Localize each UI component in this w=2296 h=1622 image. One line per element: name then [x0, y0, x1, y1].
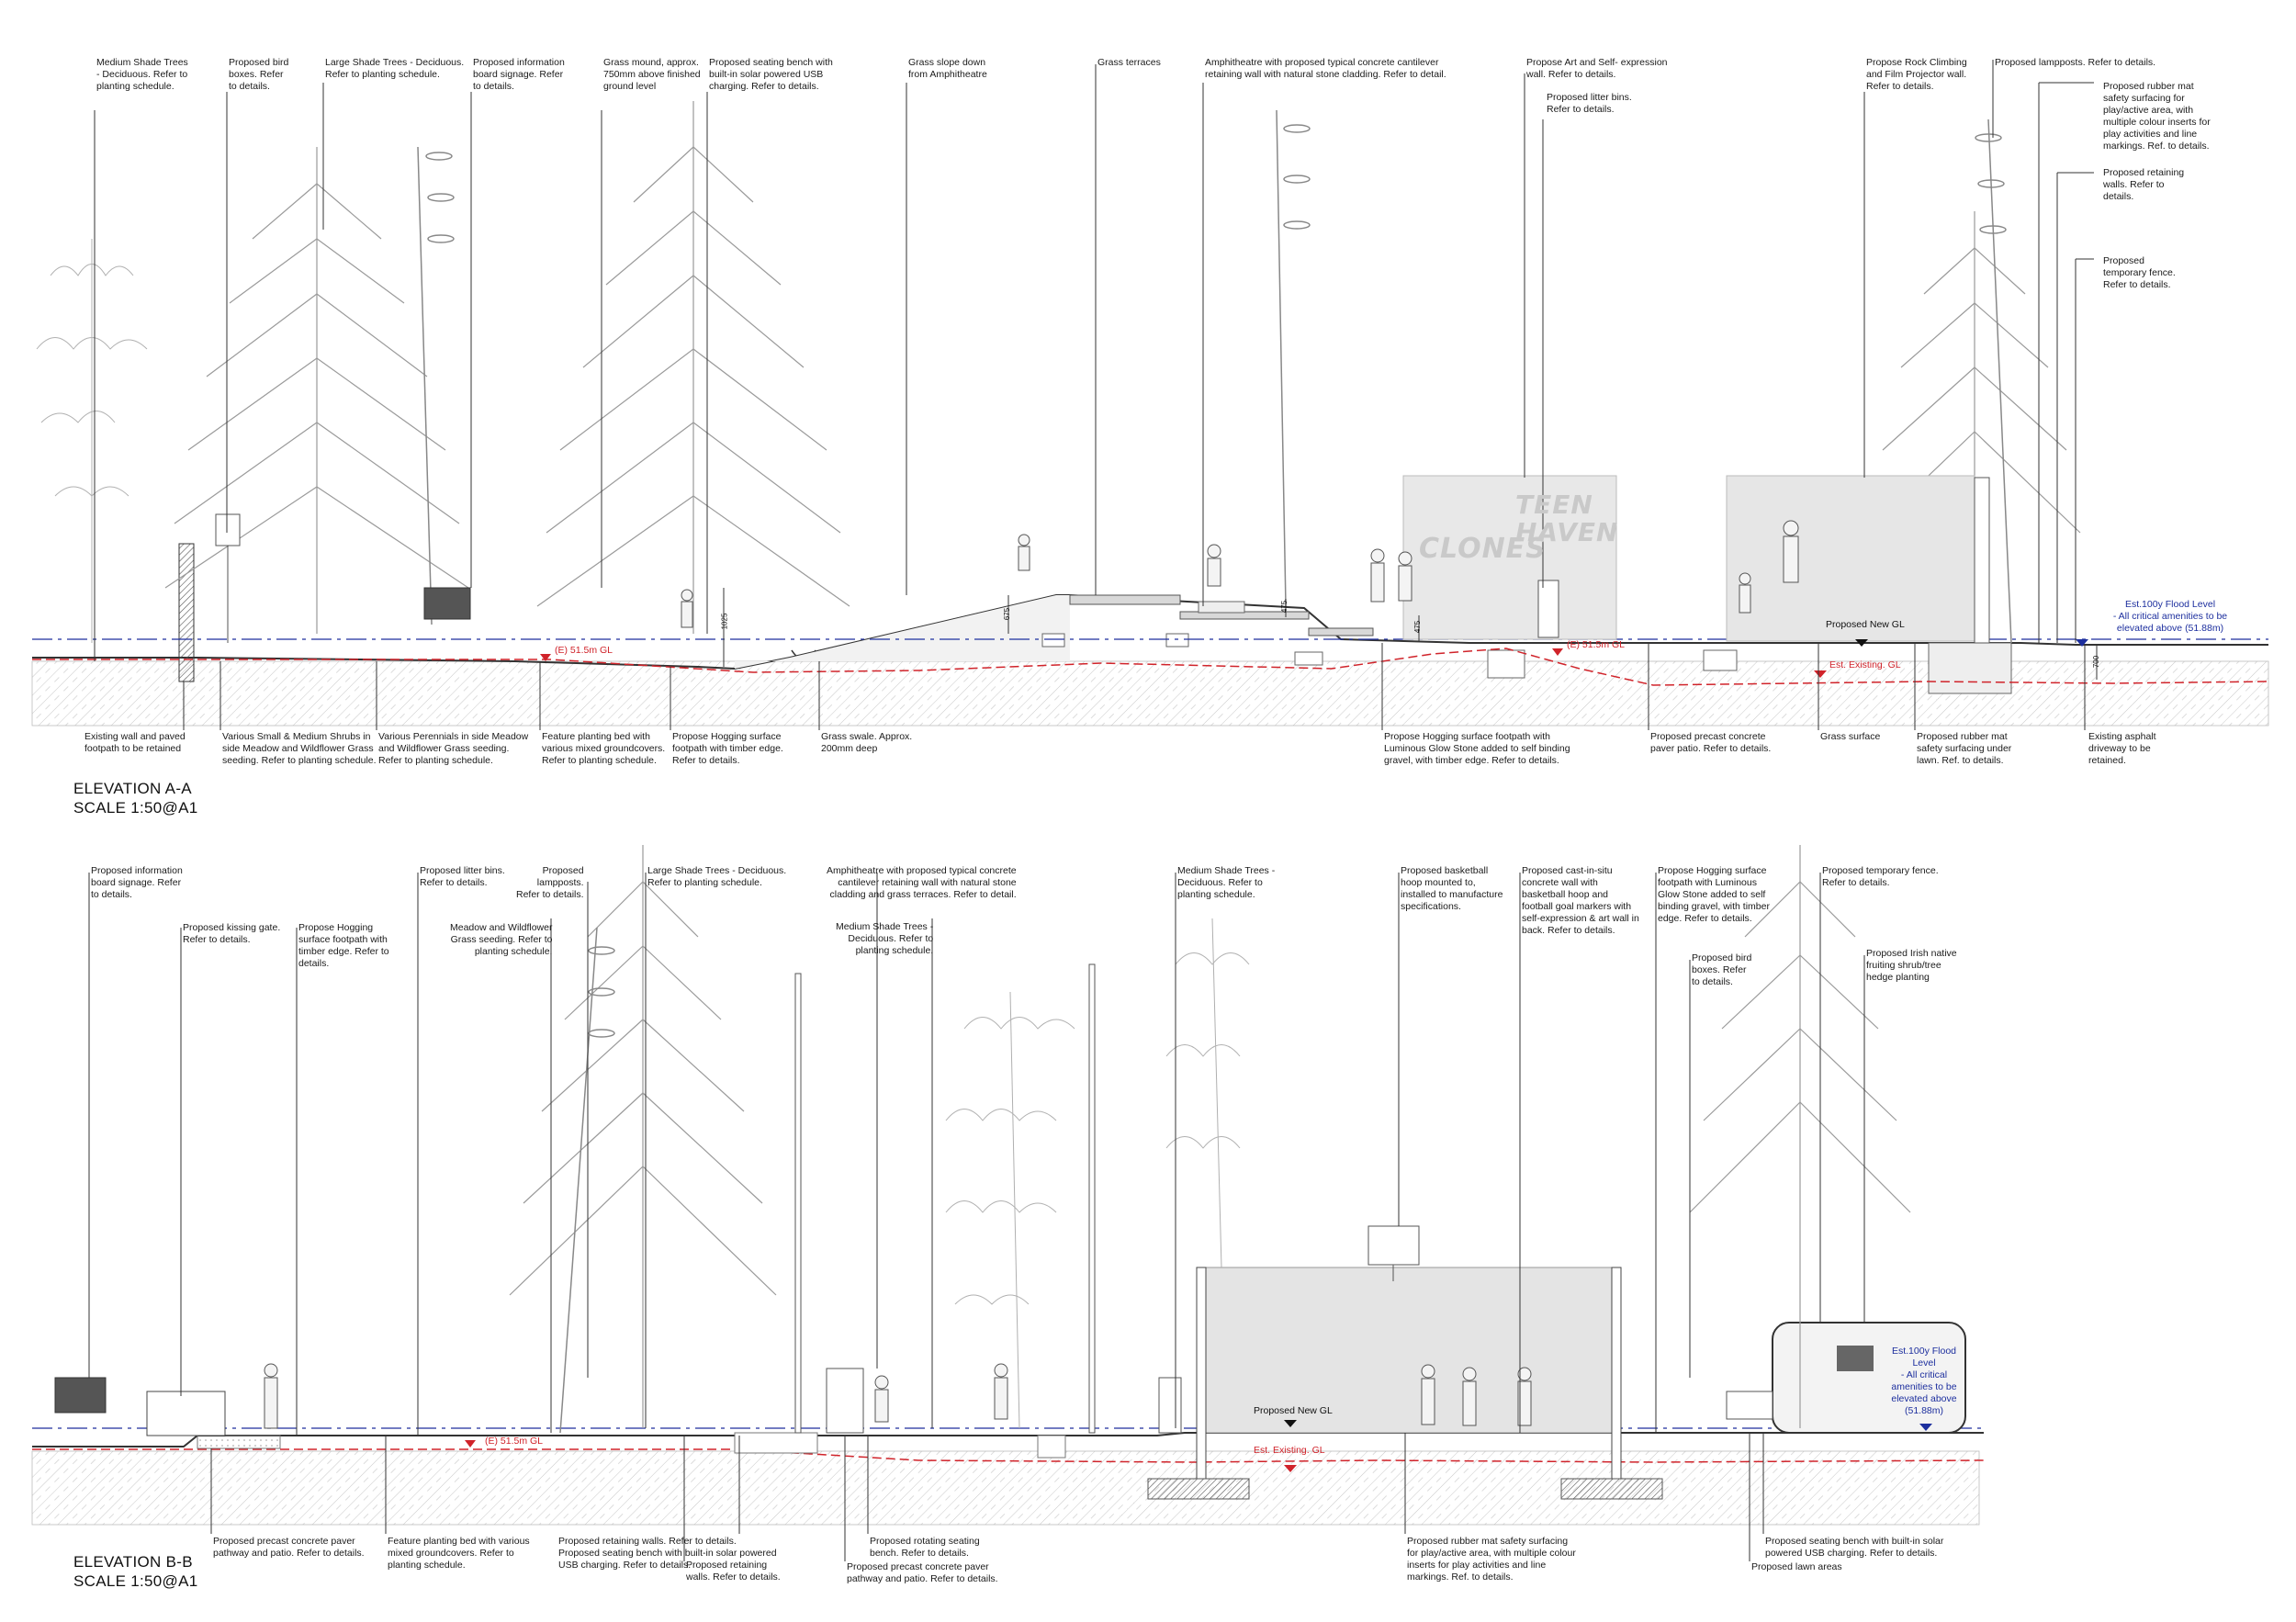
- callout-a-bottom-11: Existing asphalt driveway to be retained…: [2088, 731, 2156, 766]
- callout-a-top-9: Amphitheatre with proposed typical concr…: [1205, 57, 1446, 80]
- callout-a-top-5: Grass mound, approx. 750mm above finishe…: [603, 57, 701, 92]
- elevation-b-title: ELEVATION B-B SCALE 1:50@A1: [73, 1553, 198, 1590]
- proposed-new-gl-label-b: Proposed New GL: [1254, 1405, 1333, 1416]
- callout-b-bottom-1: Proposed precast concrete paver pathway …: [213, 1536, 365, 1559]
- callout-b-bottom-5: Proposed rotating seating bench. Refer t…: [870, 1536, 980, 1559]
- callout-a-bottom-4: Feature planting bed with various mixed …: [542, 731, 666, 766]
- callout-b-top-3: Propose Hogging surface footpath with ti…: [298, 922, 389, 969]
- dimension-675: 675: [1003, 607, 1012, 621]
- callout-a-top-6: Proposed seating bench with built-in sol…: [709, 57, 833, 92]
- lampposts-b: [559, 927, 615, 1434]
- callout-a-bottom-6: Grass swale. Approx. 200mm deep: [821, 731, 913, 754]
- callout-a-top-11: Proposed litter bins. Refer to details.: [1547, 92, 1632, 115]
- callout-a-bottom-10: Proposed rubber mat safety surfacing und…: [1917, 731, 2012, 766]
- flood-level-label-b: Est.100y Flood Level - All critical amen…: [1891, 1346, 1957, 1416]
- elevation-a-title: ELEVATION A-A SCALE 1:50@A1: [73, 780, 198, 817]
- mural-text-teen-haven: TEEN HAVEN: [1515, 490, 1619, 547]
- elevation-a-a: [31, 60, 2269, 730]
- callout-b-bottom-3: Proposed retaining walls. Refer to detai…: [558, 1536, 777, 1571]
- dimension-475-a: 475: [1280, 600, 1289, 614]
- existing-wall: [178, 543, 195, 682]
- large-shade-trees-b: [509, 845, 1911, 1428]
- callout-b-top-9: Medium Shade Trees - Deciduous. Refer to…: [836, 921, 934, 956]
- callout-a-bottom-2: Various Small & Medium Shrubs in side Me…: [222, 731, 377, 766]
- callout-b-top-13: Propose Hogging surface footpath with Lu…: [1658, 865, 1770, 924]
- people-a: [681, 520, 1799, 628]
- callout-a-top-15: Proposed retaining walls. Refer to detai…: [2103, 167, 2185, 202]
- callout-b-top-4: Proposed litter bins. Refer to details.: [420, 865, 505, 888]
- art-expression-wall: [1402, 475, 1617, 640]
- callout-a-bottom-8: Proposed precast concrete paver patio. R…: [1650, 731, 1772, 754]
- callout-b-bottom-4: Proposed retaining walls. Refer to detai…: [686, 1560, 781, 1583]
- callout-b-top-15: Proposed temporary fence. Refer to detai…: [1822, 865, 1939, 888]
- dimension-475-b: 475: [1413, 620, 1423, 634]
- callout-b-top-16: Proposed Irish native fruiting shrub/tre…: [1866, 948, 1957, 983]
- proposed-new-gl-label-a: Proposed New GL: [1826, 619, 1905, 630]
- callout-b-bottom-6: Proposed precast concrete paver pathway …: [847, 1561, 998, 1584]
- callout-a-bottom-7: Propose Hogging surface footpath with Lu…: [1384, 731, 1570, 766]
- callout-a-top-1: Medium Shade Trees - Deciduous. Refer to…: [96, 57, 188, 92]
- dimension-1025: 1025: [720, 613, 729, 630]
- callout-a-top-12: Propose Rock Climbing and Film Projector…: [1866, 57, 1967, 92]
- callout-a-top-8: Grass terraces: [1097, 57, 1161, 68]
- callout-b-bottom-8: Proposed seating bench with built-in sol…: [1765, 1536, 1944, 1559]
- callout-b-top-8: Amphitheatre with proposed typical concr…: [827, 865, 1017, 900]
- existing-gl-label-b: (E) 51.5m GL: [485, 1436, 544, 1447]
- callout-b-bottom-9: Proposed lawn areas: [1751, 1561, 1842, 1572]
- medium-shade-tree-a: [36, 239, 148, 643]
- lampposts-a: [417, 109, 2012, 644]
- kissing-gate: [146, 1391, 226, 1436]
- callout-b-bottom-2: Feature planting bed with various mixed …: [388, 1536, 530, 1571]
- rock-climbing-wall: [1726, 475, 1975, 642]
- callout-a-top-2: Proposed bird boxes. Refer to details.: [229, 57, 289, 92]
- temporary-fence-b: [1772, 1322, 1966, 1434]
- callout-b-top-7: Large Shade Trees - Deciduous. Refer to …: [647, 865, 787, 888]
- est-existing-gl-label-b: Est. Existing. GL: [1254, 1445, 1325, 1456]
- info-board-a: [423, 587, 471, 620]
- existing-gl-label-a1: (E) 51.5m GL: [555, 645, 613, 656]
- elevation-b-b: [31, 845, 1985, 1561]
- callout-a-bottom-5: Propose Hogging surface footpath with ti…: [672, 731, 783, 766]
- callout-a-bottom-3: Various Perennials in side Meadow and Wi…: [378, 731, 529, 766]
- callout-a-top-4: Proposed information board signage. Refe…: [473, 57, 565, 92]
- callout-a-bottom-9: Grass surface: [1820, 731, 1881, 742]
- callout-a-top-3: Large Shade Trees - Deciduous. Refer to …: [325, 57, 465, 80]
- medium-shade-trees-b: [945, 918, 1250, 1429]
- callout-a-top-7: Grass slope down from Amphitheatre: [908, 57, 987, 80]
- callout-b-top-10: Medium Shade Trees - Deciduous. Refer to…: [1177, 865, 1276, 900]
- callout-a-top-14: Proposed rubber mat safety surfacing for…: [2103, 81, 2211, 152]
- callout-b-top-12: Proposed cast-in-situ concrete wall with…: [1522, 865, 1639, 936]
- callout-b-top-1: Proposed information board signage. Refe…: [91, 865, 183, 900]
- callout-b-bottom-7: Proposed rubber mat safety surfacing for…: [1407, 1536, 1576, 1583]
- dimension-700: 700: [2092, 655, 2101, 669]
- people-b: [264, 1363, 1532, 1429]
- callout-b-top-14: Proposed bird boxes. Refer to details.: [1692, 952, 1752, 987]
- basketball-hoop: [1367, 1225, 1420, 1266]
- callout-a-top-16: Proposed temporary fence. Refer to detai…: [2103, 255, 2176, 290]
- mural-text-clones: CLONES: [1419, 533, 1547, 565]
- info-board-b: [54, 1377, 107, 1414]
- callout-a-bottom-1: Existing wall and paved footpath to be r…: [84, 731, 186, 754]
- callout-b-top-11: Proposed basketball hoop mounted to, ins…: [1401, 865, 1503, 912]
- existing-gl-label-a2: (E) 51.5m GL: [1567, 639, 1626, 650]
- existing-ground-line-a: [32, 648, 2269, 686]
- est-existing-gl-label-a: Est. Existing. GL: [1829, 659, 1901, 670]
- flood-level-label-a: Est.100y Flood Level - All critical amen…: [2112, 599, 2228, 634]
- ground-section-a: [32, 661, 2268, 726]
- callout-a-top-13: Proposed lampposts. Refer to details.: [1995, 57, 2156, 68]
- callout-a-top-10: Propose Art and Self- expression wall. R…: [1526, 57, 1668, 80]
- proposed-ground-line-b: [32, 1432, 1984, 1447]
- callout-b-top-2: Proposed kissing gate. Refer to details.: [183, 922, 281, 945]
- callout-b-top-5: Proposed lampposts. Refer to details.: [516, 865, 584, 900]
- callout-b-top-6: Meadow and Wildflower Grass seeding. Ref…: [450, 922, 553, 957]
